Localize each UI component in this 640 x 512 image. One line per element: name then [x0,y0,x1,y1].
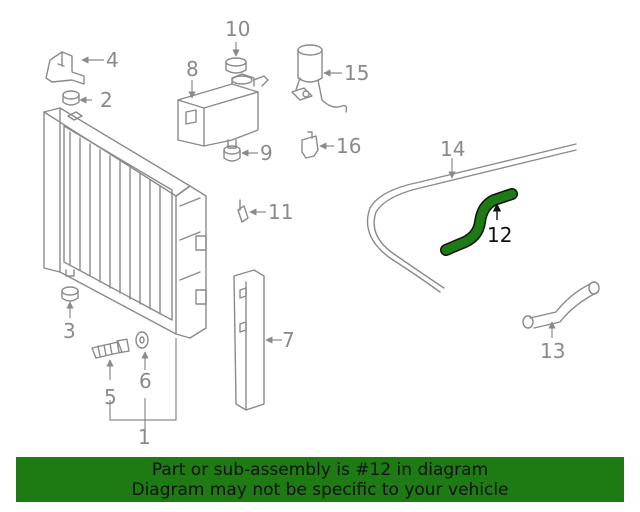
radiator [43,107,207,339]
callout-7: 7 [282,328,295,352]
level-sensor [237,199,249,223]
grommet-bottom [61,286,79,302]
grommet-top [62,90,80,106]
mount-bracket [45,51,85,85]
auxiliary-pump [291,44,348,113]
coolant-reservoir [177,73,269,149]
callout-6: 6 [139,369,152,393]
grommet-reservoir [223,145,241,162]
banner-line-part: Part or sub-assembly is #12 in diagram [151,460,489,480]
callout-15: 15 [344,61,369,85]
callout-4: 4 [106,48,119,72]
air-deflector [233,269,265,411]
callout-13: 13 [540,339,565,363]
callout-3: 3 [63,319,76,343]
callout-2: 2 [100,88,113,112]
callout-1: 1 [138,425,151,449]
callout-12: 12 [487,223,512,247]
pump-clip [301,131,319,159]
reservoir-cap [225,57,247,74]
banner-line-disclaimer: Diagram may not be specific to your vehi… [131,480,509,500]
leader-lines [66,42,556,432]
lower-hose [522,281,600,329]
upper-radiator-hose-highlighted [440,188,518,256]
overflow-hose [366,143,577,293]
callout-9: 9 [260,141,273,165]
callout-8: 8 [186,57,199,81]
drain-plug [91,338,130,359]
callout-10: 10 [225,17,250,41]
callout-14: 14 [440,137,465,161]
diagram-notice-banner: Part or sub-assembly is #12 in diagram D… [16,457,624,502]
callout-11: 11 [268,200,293,224]
callout-16: 16 [336,134,361,158]
callout-5: 5 [104,385,117,409]
washer [135,331,149,349]
